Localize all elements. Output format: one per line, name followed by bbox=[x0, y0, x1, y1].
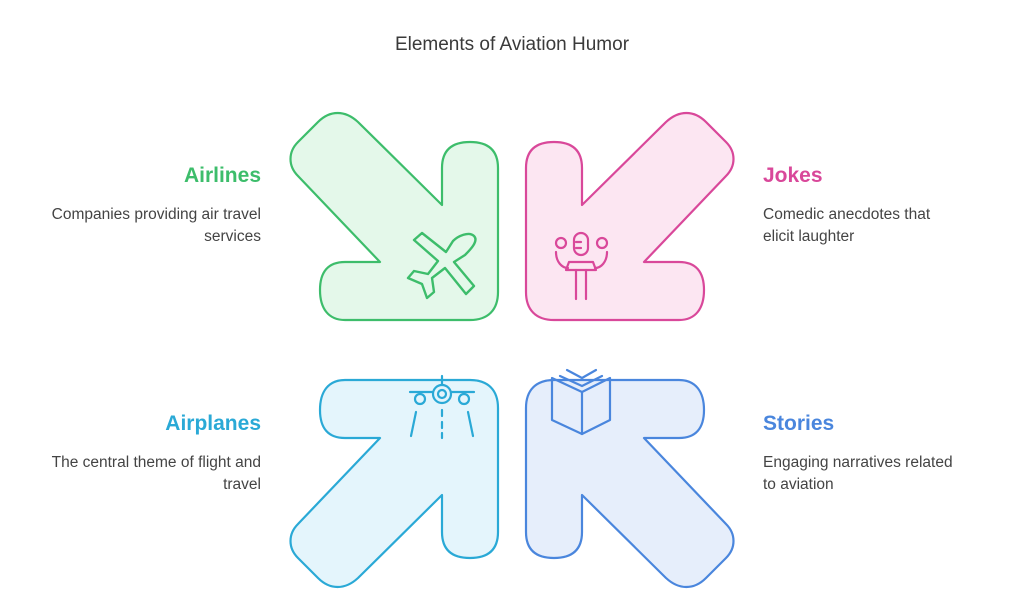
airplanes-description-text: The central theme of flight and travel bbox=[51, 454, 261, 493]
airplane-icon bbox=[406, 231, 477, 300]
diagram-title: Elements of Aviation Humor bbox=[394, 34, 630, 55]
airplanes-description: The central theme of flight and travel bbox=[51, 452, 261, 496]
stories-description-text: Engaging narratives related to aviation bbox=[763, 454, 953, 493]
microphone-podium-icon bbox=[554, 231, 609, 301]
stories-description: Engaging narratives related to aviation bbox=[763, 452, 963, 496]
airlines-description: Companies providing air travel services bbox=[41, 204, 261, 248]
jokes-description-text: Comedic anecdotes that elicit laughter bbox=[763, 206, 931, 245]
landing-airplane-icon bbox=[408, 374, 476, 440]
airplanes-label: Airplanes bbox=[165, 412, 261, 435]
open-book-icon bbox=[550, 368, 612, 436]
airlines-label: Airlines bbox=[183, 164, 261, 187]
jokes-label: Jokes bbox=[763, 164, 823, 187]
jokes-arrow bbox=[524, 111, 735, 322]
airlines-arrow bbox=[289, 111, 500, 322]
jokes-description: Comedic anecdotes that elicit laughter bbox=[763, 204, 963, 248]
airplanes-arrow bbox=[289, 374, 500, 589]
airlines-description-text: Companies providing air travel services bbox=[51, 206, 261, 245]
jokes-arrow-shape bbox=[524, 111, 735, 322]
stories-label: Stories bbox=[763, 412, 835, 435]
airlines-arrow-shape bbox=[289, 111, 500, 322]
airplanes-arrow-shape bbox=[289, 378, 500, 589]
stories-arrow bbox=[524, 368, 735, 589]
stories-arrow-shape bbox=[524, 378, 735, 589]
